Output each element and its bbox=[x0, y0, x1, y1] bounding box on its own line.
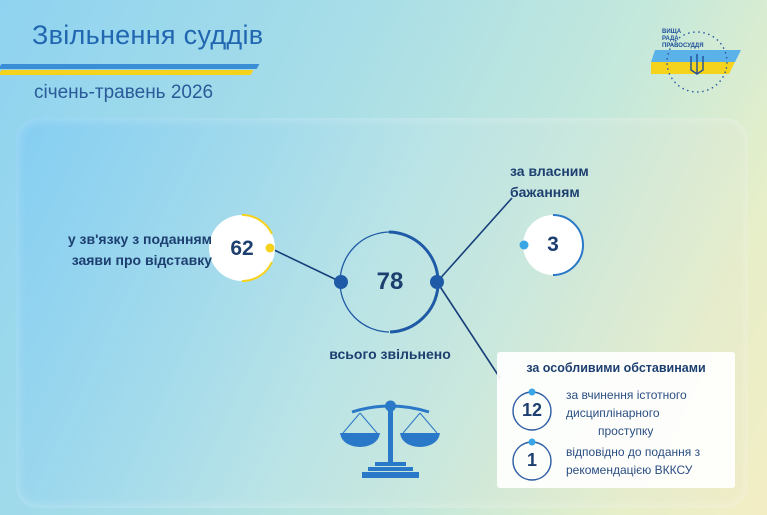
connector-top-right bbox=[436, 197, 513, 283]
own-will-value: 3 bbox=[547, 233, 559, 256]
special-title: за особливими обставинами bbox=[526, 361, 706, 375]
special-value-2: 1 bbox=[526, 450, 537, 470]
total-label: всього звільнено bbox=[329, 346, 451, 362]
scales-of-justice-icon bbox=[340, 400, 440, 478]
resignation-value: 62 bbox=[230, 237, 254, 260]
special-rings bbox=[512, 388, 552, 481]
logo-icon bbox=[651, 31, 741, 93]
page-title: Звільнення суддів bbox=[32, 20, 264, 50]
trident-icon bbox=[690, 54, 704, 75]
ring-3 bbox=[519, 214, 584, 276]
total-ring bbox=[334, 230, 444, 334]
special-text-1: за вчинення істотного дисциплінарного пр… bbox=[566, 388, 687, 438]
own-will-label: за власним бажанням bbox=[510, 163, 589, 200]
connector-left bbox=[269, 247, 342, 283]
period-label: січень-травень 2026 bbox=[34, 82, 214, 103]
connector-bottom-right bbox=[436, 281, 501, 379]
ring-62 bbox=[209, 213, 275, 283]
special-text-2: відповідно до подання з рекомендацією ВК… bbox=[566, 445, 701, 477]
special-value-1: 12 bbox=[521, 400, 543, 420]
total-value: 78 bbox=[376, 268, 404, 295]
special-circumstances-card: за особливими обставинами 12 1 за вчинен… bbox=[497, 352, 735, 488]
resignation-label: у зв'язку з поданням заяви про відставку bbox=[67, 231, 212, 268]
logo-text: ВИЩА РАДА ПРАВОСУДДЯ bbox=[662, 29, 704, 49]
